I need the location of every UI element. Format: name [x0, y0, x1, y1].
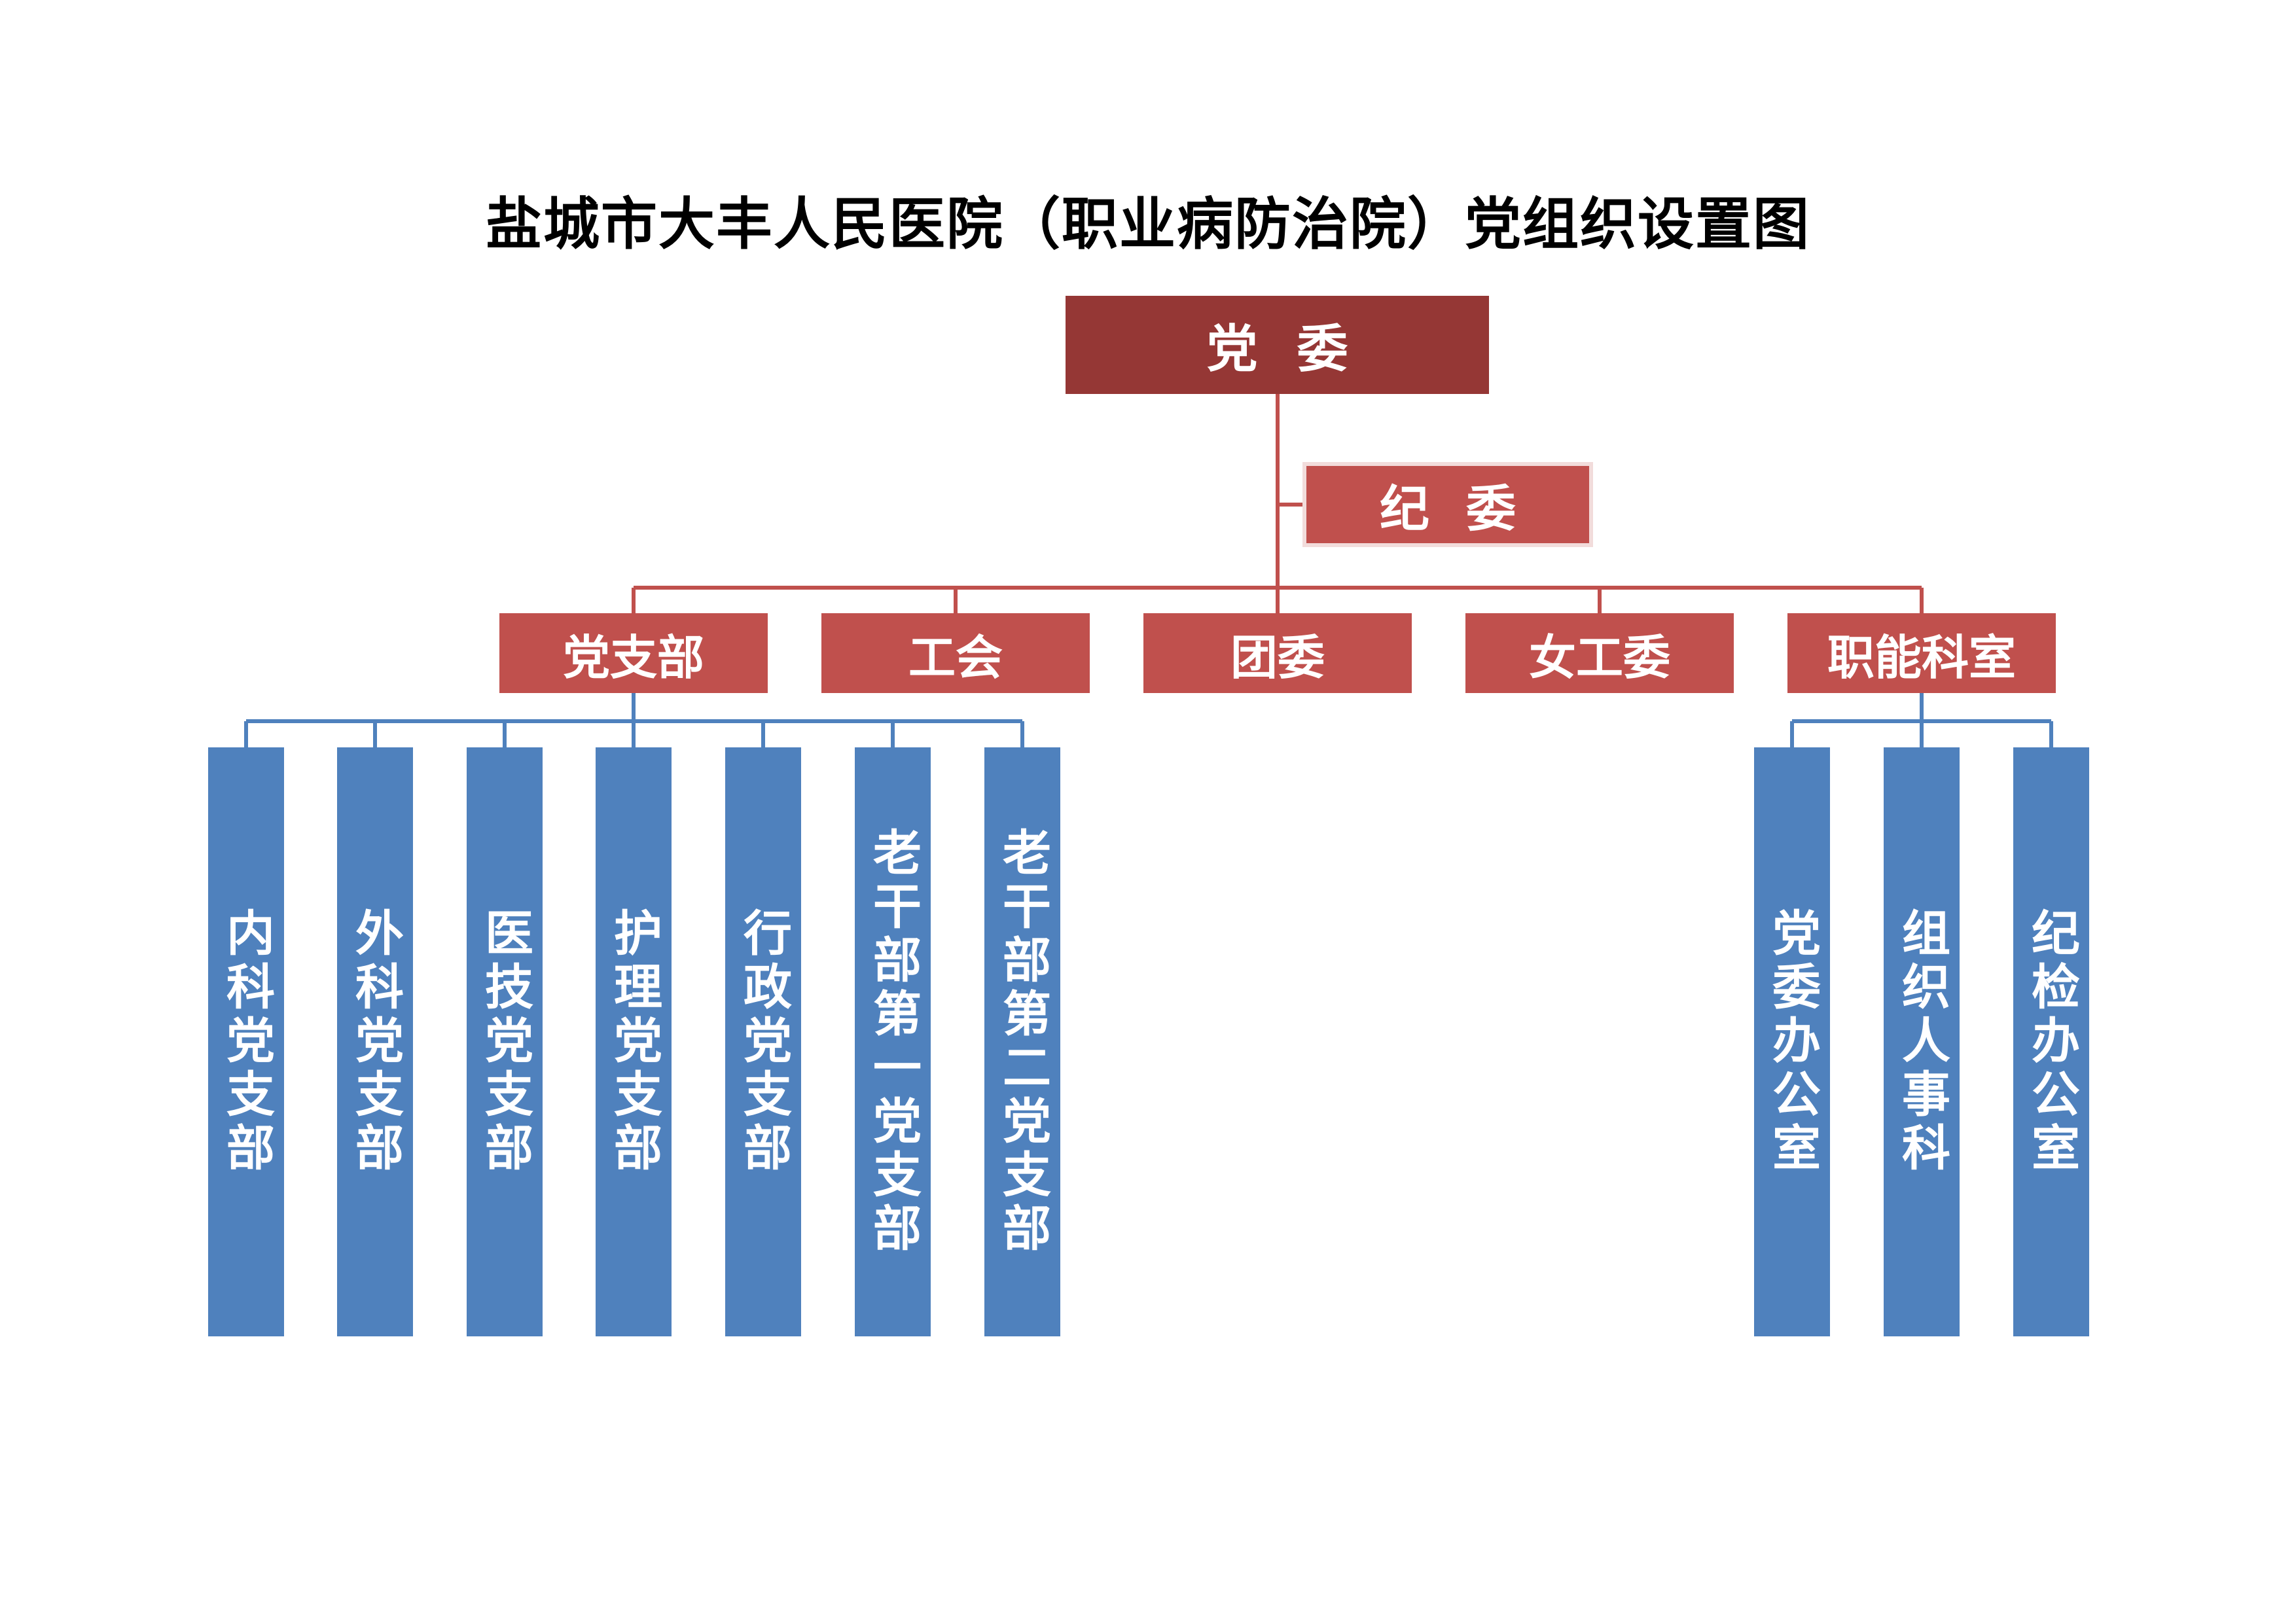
administration-branch-box: 行政党支部 [725, 747, 801, 1336]
party-committee-box: 党委 [1066, 296, 1489, 394]
women-workers-box: 女工委 [1465, 613, 1734, 693]
youth-league-box: 团委 [1143, 613, 1412, 693]
nursing-branch-box: 护理党支部 [596, 747, 672, 1336]
discipline-committee-box: 纪委 [1302, 462, 1593, 547]
functional-offices-box: 职能科室 [1787, 613, 2056, 693]
retired-cadres-second-branch-box: 老干部第二党支部 [984, 747, 1060, 1336]
party-office-box: 党委办公室 [1754, 747, 1830, 1336]
blue-connectors [244, 693, 2053, 747]
internal-medicine-branch-box: 内科党支部 [208, 747, 284, 1336]
personnel-section-box: 组织人事科 [1884, 747, 1960, 1336]
retired-cadres-first-branch-box: 老干部第一党支部 [855, 747, 931, 1336]
medical-tech-branch-box: 医技党支部 [467, 747, 543, 1336]
surgery-branch-box: 外科党支部 [337, 747, 413, 1336]
trade-union-box: 工会 [821, 613, 1090, 693]
page-title: 盐城市大丰人民医院（职业病防治院）党组织设置图 [486, 191, 1810, 257]
party-branch-box: 党支部 [499, 613, 768, 693]
discipline-office-box: 纪检办公室 [2013, 747, 2089, 1336]
red-connectors [632, 394, 1924, 613]
